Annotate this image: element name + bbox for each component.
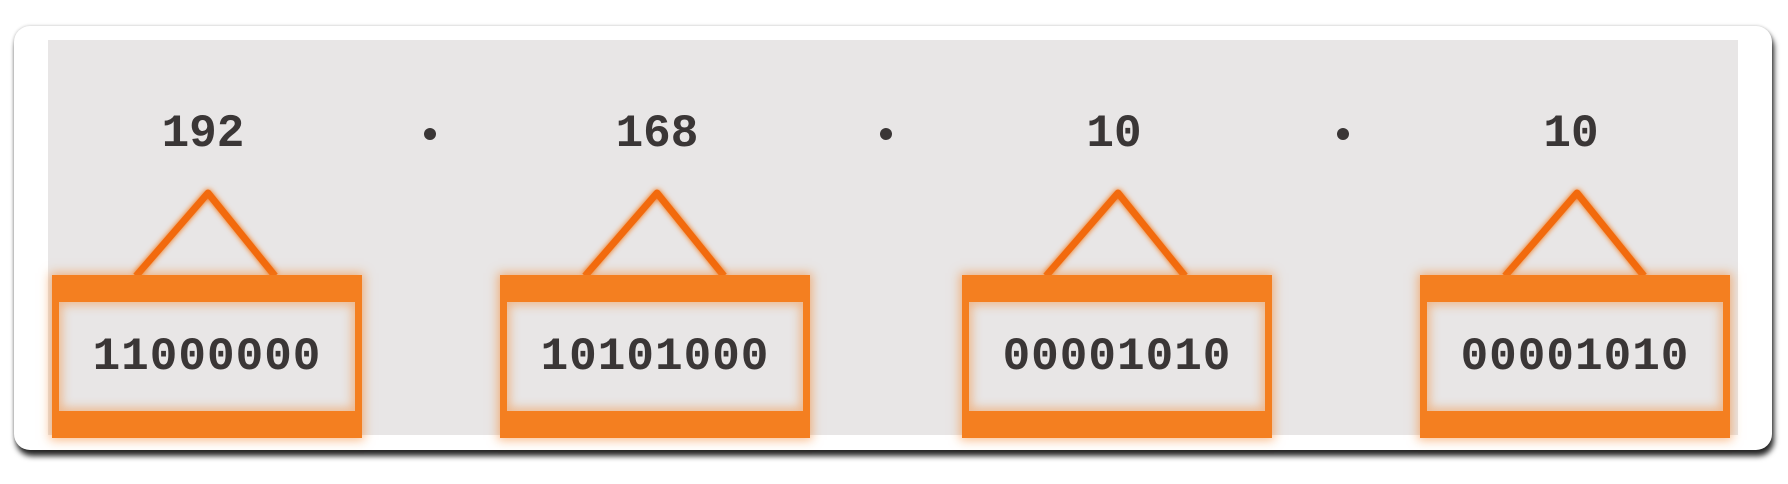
octet-1-decimal: 192 [161,108,245,160]
octet-4-binary-box: 00001010 [1420,275,1730,438]
octet-3-decimal: 10 [1086,108,1142,160]
octet-2-binary-box: 10101000 [500,275,810,438]
octet-4-binary: 00001010 [1460,330,1690,383]
octet-1-binary-box: 11000000 [52,275,362,438]
octet-2-decimal: 168 [615,108,699,160]
octet-3-connector [1043,189,1188,279]
separator-dot-1 [424,128,436,140]
octet-2-connector [582,189,727,279]
separator-dot-3 [1337,128,1349,140]
octet-1-binary: 11000000 [92,330,322,383]
separator-dot-2 [880,128,892,140]
octet-4-decimal: 10 [1543,108,1599,160]
octet-3-binary-box: 00001010 [962,275,1272,438]
octet-2-binary: 10101000 [540,330,770,383]
octet-4-connector [1502,189,1647,279]
octet-1-connector [133,189,278,279]
octet-3-binary: 00001010 [1002,330,1232,383]
